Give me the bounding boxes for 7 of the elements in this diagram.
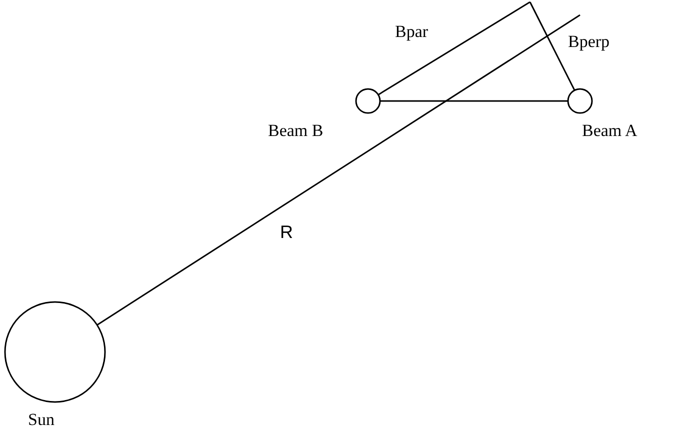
line	[380, 100, 568, 102]
line	[529, 2, 576, 91]
beam-label: Beam A	[582, 121, 638, 141]
sun-label: Sun	[28, 410, 54, 430]
line	[96, 14, 580, 326]
line	[378, 1, 530, 96]
beam-label: Beam B	[268, 121, 324, 141]
